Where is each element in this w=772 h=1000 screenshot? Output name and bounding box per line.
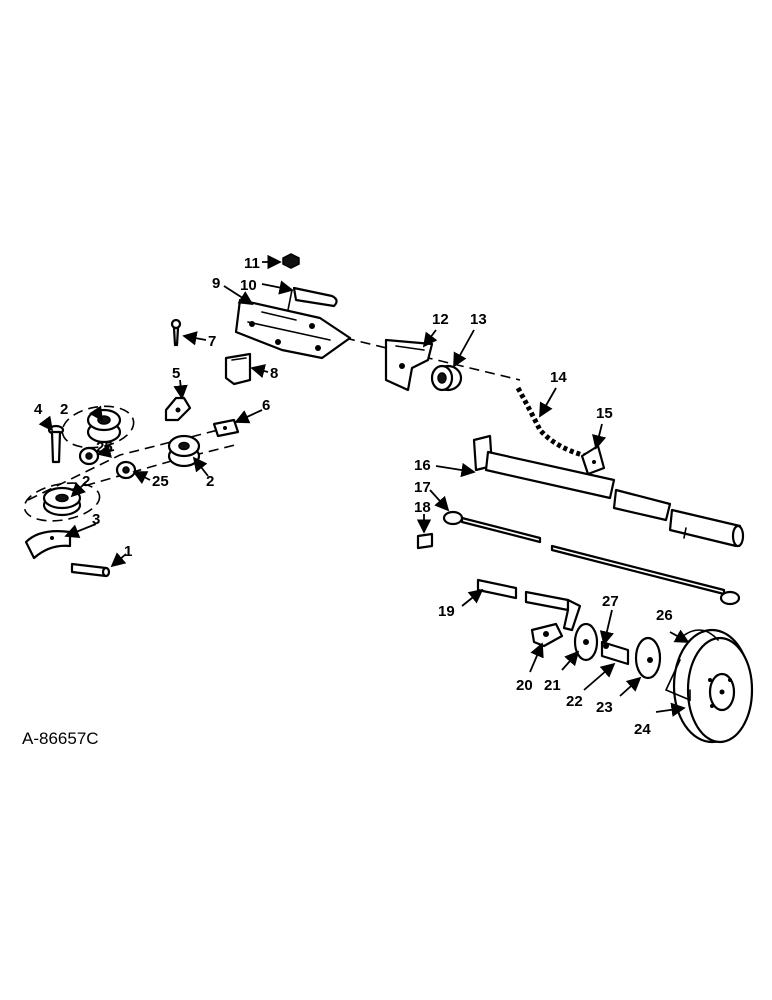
callout-5: 5 — [172, 365, 180, 382]
callout-4: 4 — [34, 401, 43, 418]
callout-labels: 1 2 3 4 5 6 7 8 9 10 11 12 13 14 15 16 1… — [34, 255, 673, 738]
part-9-plate — [234, 298, 352, 360]
callout-3: 3 — [92, 511, 100, 528]
drawing-reference: A-86657C — [22, 729, 99, 748]
part-7-bolt — [170, 318, 182, 347]
part-2-pulley-lower — [42, 486, 82, 517]
callout-25b: 25 — [152, 473, 169, 490]
part-5-bracket — [164, 396, 192, 422]
part-16-tube — [472, 434, 745, 548]
part-3-shield — [24, 530, 72, 560]
callout-2: 2 — [60, 401, 68, 418]
callout-9: 9 — [212, 275, 220, 292]
part-17-rod — [442, 510, 741, 606]
callout-6: 6 — [262, 397, 270, 414]
part-11-nut — [282, 253, 300, 269]
callout-1: 1 — [124, 543, 132, 560]
part-8-clip — [224, 352, 252, 386]
part-20-yoke — [530, 622, 564, 648]
part-14-chain — [515, 386, 587, 459]
callout-17: 17 — [414, 479, 431, 496]
callout-16: 16 — [414, 457, 431, 474]
part-13-idler — [430, 364, 463, 392]
part-21-flange — [573, 622, 599, 662]
callout-15: 15 — [596, 405, 613, 422]
part-24-wheel — [672, 628, 754, 744]
callout-2b: 2 — [206, 473, 214, 490]
part-12-bracket — [384, 338, 434, 392]
part-4-pin — [47, 424, 65, 464]
part-2-pulley-right — [167, 434, 201, 468]
callout-2c: 2 — [82, 473, 90, 490]
callout-8: 8 — [270, 365, 278, 382]
callout-13: 13 — [470, 311, 487, 328]
callout-12: 12 — [432, 311, 449, 328]
part-25-bushing-lower — [115, 460, 137, 480]
callout-11: 11 — [244, 255, 260, 272]
callout-14: 14 — [550, 369, 567, 386]
part-18-pin — [416, 532, 434, 550]
callout-7: 7 — [208, 333, 216, 350]
part-23-flange — [634, 636, 662, 680]
part-22-hub — [600, 640, 630, 666]
callout-19: 19 — [438, 603, 455, 620]
part-10-bolt — [287, 286, 338, 311]
part-6-plate — [212, 418, 240, 438]
callout-20: 20 — [516, 677, 533, 694]
part-19-crank — [476, 578, 582, 632]
leader-lines — [38, 254, 690, 717]
callout-26: 26 — [656, 607, 673, 624]
callout-10: 10 — [240, 277, 257, 294]
callout-18: 18 — [414, 499, 431, 516]
callout-27: 27 — [602, 593, 619, 610]
callout-21: 21 — [544, 677, 561, 694]
part-2-pulley-upper — [86, 408, 122, 444]
callout-22: 22 — [566, 693, 583, 710]
callout-23: 23 — [596, 699, 613, 716]
part-1-pin — [70, 562, 111, 578]
part-15-bracket — [580, 444, 606, 476]
callout-25: 25 — [96, 439, 113, 456]
callout-24: 24 — [634, 721, 651, 738]
